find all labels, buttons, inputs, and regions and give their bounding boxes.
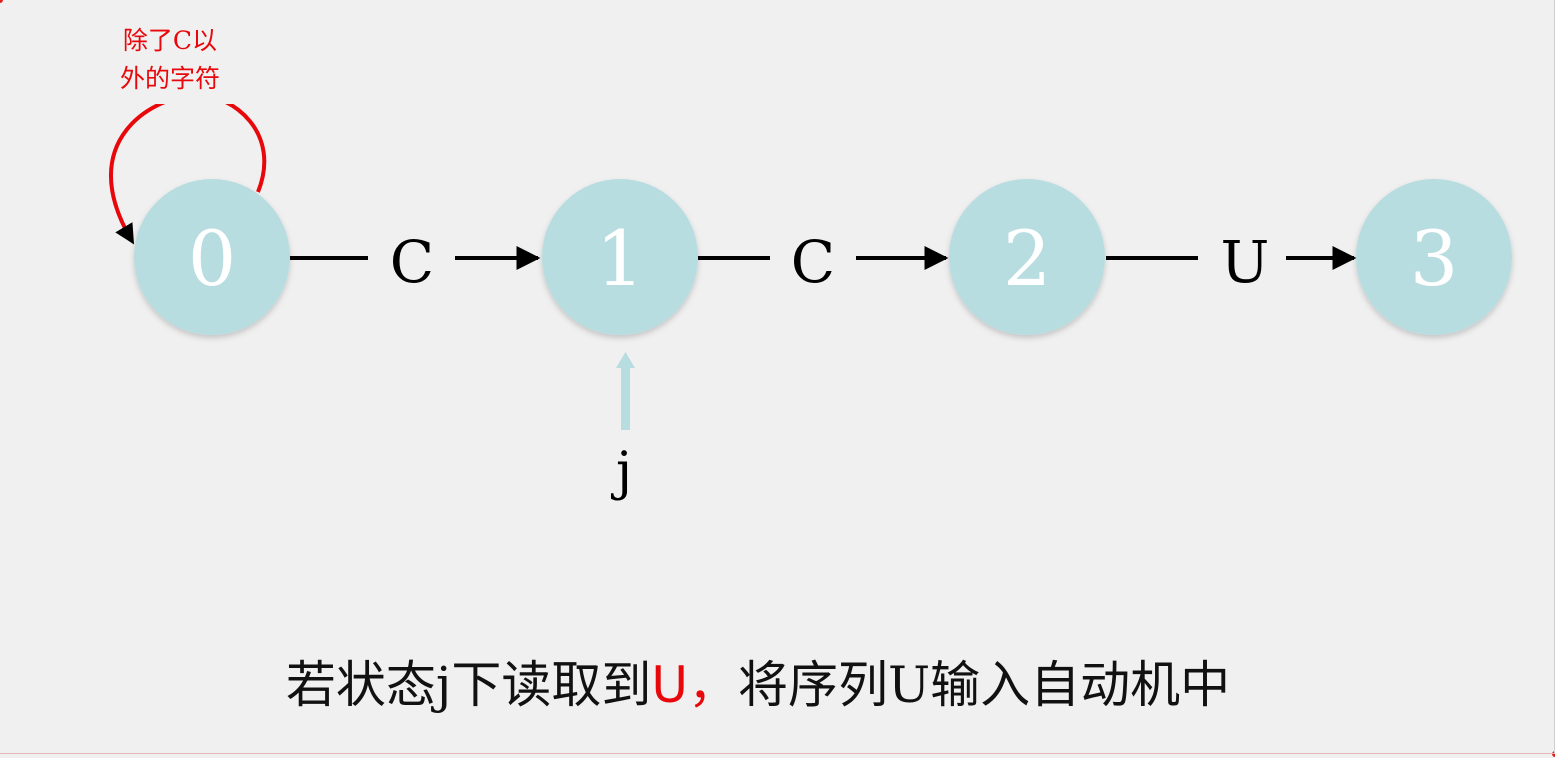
transition-1-2: C [698,228,949,296]
pointer-head [616,352,635,368]
transition-0-1: C [290,228,541,296]
self-loop-label-line2: 外的字符 [120,64,220,93]
state-circle [542,179,698,335]
state-circle [134,179,290,335]
state-0: 0 [134,179,290,335]
state-1: 1 [542,179,698,335]
pointer-label: j [611,442,632,502]
state-label: 1 [596,214,644,303]
transition-label-c1: C [390,228,434,296]
caption: 若状态j下读取到U，将序列U输入自动机中 [286,656,1230,714]
self-loop: 除了C以 外的字符 [100,20,267,245]
pointer-j: j [611,352,635,502]
transition-label-u: U [1221,228,1270,296]
state-2: 2 [949,179,1105,335]
state-circle [949,179,1105,335]
state-label: 0 [188,214,236,303]
state-circle [1356,179,1512,335]
caption-highlight: U， [651,656,738,714]
loop-label-mask [100,20,250,104]
corner-marker-top-left [0,0,3,3]
state-3: 3 [1356,179,1512,335]
pointer-shaft [621,366,630,430]
state-label: 3 [1410,214,1458,303]
state-label: 2 [1003,214,1051,303]
caption-part1: 若状态j下读取到 [286,656,652,714]
self-loop-label-line1: 除了C以 [123,26,217,55]
transition-2-3: U [1106,228,1357,296]
caption-part2: 将序列U输入自动机中 [738,656,1230,714]
transition-label-c2: C [791,228,835,296]
